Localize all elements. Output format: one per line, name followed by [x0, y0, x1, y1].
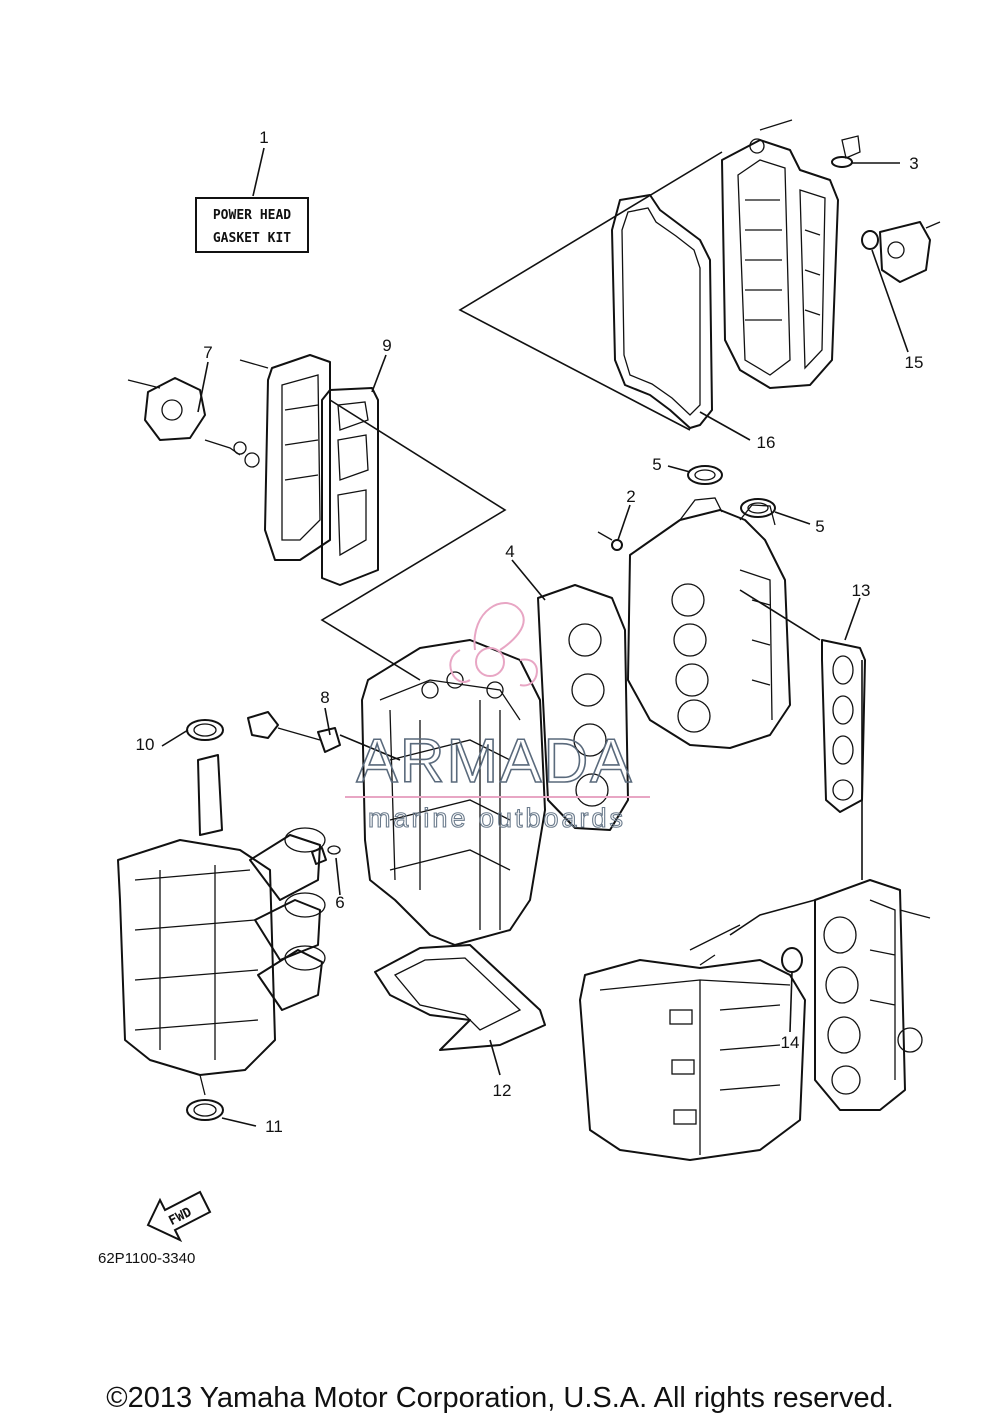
- callout-1: 1: [252, 128, 269, 197]
- callout-8: 8: [320, 688, 331, 736]
- oil-seal-5a: [687, 465, 723, 485]
- oil-seal-11: [186, 1099, 224, 1121]
- svg-text:8: 8: [320, 688, 329, 707]
- svg-text:15: 15: [905, 353, 924, 372]
- svg-text:5: 5: [652, 455, 661, 474]
- callout-3: 3: [852, 154, 919, 173]
- gasket-kit-label: POWER HEAD GASKET KIT: [195, 197, 309, 253]
- svg-text:2: 2: [626, 487, 635, 506]
- fwd-arrow-icon: FWD: [146, 1190, 212, 1243]
- exhaust-cover: [239, 354, 331, 561]
- svg-text:9: 9: [382, 336, 391, 355]
- cam-sensor: [879, 221, 941, 283]
- cylinder-head: [597, 497, 791, 749]
- svg-text:6: 6: [335, 893, 344, 912]
- callout-5a: 5: [652, 455, 691, 474]
- washer-2: [611, 539, 623, 551]
- callout-11: 11: [221, 1117, 283, 1136]
- armada-watermark: ARMADA marine outboards: [345, 602, 650, 834]
- svg-text:13: 13: [852, 581, 871, 600]
- oil-seal-10: [186, 719, 224, 741]
- cylinder-head-gasket-4: [537, 584, 629, 831]
- o-ring-14: [781, 947, 803, 973]
- svg-text:5: 5: [815, 517, 824, 536]
- intake-silencer: [579, 924, 806, 1161]
- callout-2: 2: [617, 487, 636, 541]
- callout-10: 10: [136, 729, 189, 754]
- crankcase-assembly: [117, 754, 326, 1096]
- callout-5b: 5: [774, 511, 825, 536]
- callout-6: 6: [335, 857, 345, 912]
- oil-seal-5b: [740, 498, 776, 518]
- intake-manifold-gasket-13: [821, 639, 866, 813]
- svg-text:14: 14: [781, 1033, 800, 1052]
- watermark-brand: ARMADA: [356, 727, 633, 796]
- callout-9: 9: [371, 336, 392, 393]
- thermostat-cover: [127, 377, 260, 468]
- intake-manifold: [814, 879, 931, 1111]
- svg-text:10: 10: [136, 735, 155, 754]
- watermark-tagline: marine outboards: [368, 803, 626, 833]
- svg-text:11: 11: [265, 1117, 283, 1136]
- svg-text:1: 1: [259, 128, 268, 147]
- callout-14: 14: [781, 971, 800, 1052]
- callout-15: 15: [871, 249, 924, 372]
- svg-text:7: 7: [203, 343, 212, 362]
- cylinder-head-cover: [721, 119, 861, 389]
- gasket-12: [374, 944, 546, 1051]
- o-ring-15: [861, 230, 879, 250]
- callout-16: 16: [699, 411, 776, 452]
- cylinder-block: [361, 639, 546, 946]
- gasket-kit-line1: POWER HEAD: [213, 208, 291, 223]
- copyright-notice: ©2013 Yamaha Motor Corporation, U.S.A. A…: [106, 1382, 894, 1414]
- callout-4: 4: [505, 542, 546, 601]
- callout-13: 13: [844, 581, 871, 641]
- gasket-kit-line2: GASKET KIT: [213, 231, 291, 246]
- diagram-code: 62P1100-3340: [98, 1250, 195, 1267]
- svg-text:4: 4: [505, 542, 514, 561]
- svg-text:16: 16: [757, 433, 776, 452]
- svg-text:12: 12: [493, 1081, 512, 1100]
- head-cover-gasket-16: [611, 194, 713, 429]
- callout-12: 12: [489, 1039, 512, 1100]
- svg-text:3: 3: [909, 154, 918, 173]
- callout-7: 7: [197, 343, 213, 413]
- o-ring-3: [831, 156, 853, 168]
